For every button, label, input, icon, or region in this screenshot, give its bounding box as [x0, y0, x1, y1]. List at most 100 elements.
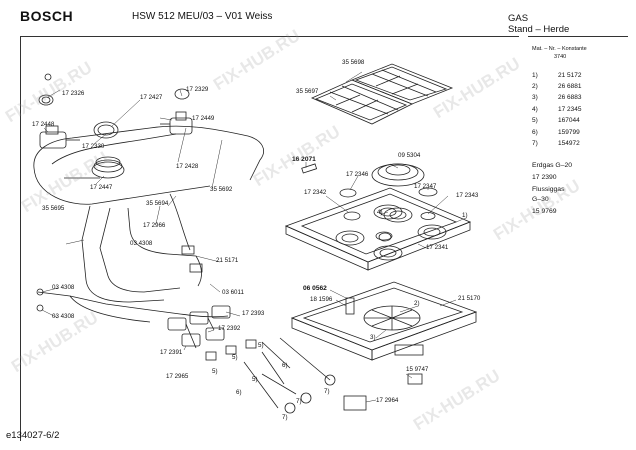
legend-heading: Mat. – Nr. – Konstante	[532, 46, 587, 52]
model-title: HSW 512 MEU/03 – V01 Weiss	[132, 11, 273, 22]
clamp-ring	[93, 121, 119, 139]
part-label: 35 5695	[42, 205, 65, 212]
legend-value: 26 6883	[558, 94, 582, 101]
switch-block	[343, 395, 367, 411]
part-label: 17 2391	[160, 349, 183, 356]
oven-base-tray	[290, 281, 478, 361]
category-stand-herde: Stand – Herde	[508, 24, 570, 35]
thermocouple-coil	[91, 156, 125, 179]
fluessiggas-sub: G–30	[532, 196, 549, 203]
legend-heading-sub: 3740	[554, 54, 567, 60]
part-label: 17 2965	[166, 373, 189, 380]
legend-frame-line	[528, 36, 628, 37]
part-label: 17 2329	[186, 86, 209, 93]
callout-label: 7)	[296, 398, 302, 405]
part-label: 35 5694	[146, 200, 169, 207]
burner-cap-small	[339, 188, 357, 198]
callout-label: 2)	[414, 300, 420, 307]
gas-valve-assembly	[33, 125, 264, 323]
burner-large	[371, 163, 425, 187]
legend-key: 5)	[532, 117, 538, 124]
burner-head-medium	[420, 212, 436, 220]
part-label: 35 5697	[296, 88, 319, 95]
burner-head-small	[343, 211, 361, 221]
part-label: 03 4308	[52, 284, 75, 291]
o-ring-part	[38, 94, 54, 106]
part-label: 21 5171	[216, 257, 239, 264]
screw-part	[44, 73, 52, 81]
legend-key: 2)	[532, 83, 538, 90]
legend-key: 7)	[532, 140, 538, 147]
legend-key: 1)	[532, 72, 538, 79]
o-ring-inner	[41, 96, 51, 104]
legend-key: 3)	[532, 94, 538, 101]
part-label: 17 2342	[304, 189, 327, 196]
part-label: 17 2346	[346, 171, 369, 178]
part-label: 17 2966	[143, 222, 166, 229]
callout-label: 5)	[252, 376, 258, 383]
knob-spindles	[205, 337, 336, 414]
union-fitting	[181, 245, 195, 255]
fluessiggas-label: Flussiggas	[532, 186, 565, 193]
legend-value: 21 5172	[558, 72, 582, 79]
part-label: 17 2428	[176, 163, 199, 170]
part-label: 17 2449	[192, 115, 215, 122]
callout-label: 3)	[370, 334, 376, 341]
erdgas-part: 17 2390	[532, 174, 557, 181]
valve-cap	[174, 88, 190, 100]
erdgas-label: Erdgas G–20	[532, 162, 573, 169]
part-label: 03 6011	[222, 289, 244, 296]
callout-label: 1)	[462, 212, 468, 219]
burner-head	[373, 204, 403, 220]
part-label: 03 4308	[130, 240, 153, 247]
legend-key: 4)	[532, 106, 538, 113]
fluessiggas-part: 15 9769	[532, 208, 557, 215]
part-label: 09 5304	[398, 152, 421, 159]
part-label: 17 2447	[90, 184, 113, 191]
legend-value: 26 6881	[558, 83, 582, 90]
document-code: e134027-6/2	[6, 430, 60, 441]
gas-tap-left	[39, 125, 80, 149]
part-label: 17 2330	[82, 143, 105, 150]
legend-value: 167044	[558, 117, 580, 124]
part-label: 17 2393	[242, 310, 265, 317]
callout-label: 7)	[282, 414, 288, 421]
callout-label: 6)	[282, 362, 288, 369]
part-label: 03 4308	[52, 313, 75, 320]
part-label: 18 1596	[310, 296, 333, 303]
brand-logo: BOSCH	[20, 8, 74, 24]
legend-value: 159799	[558, 129, 580, 136]
nozzle-fitting	[36, 304, 44, 312]
clamp-ring-inner	[97, 124, 115, 136]
legend-key: 6)	[532, 129, 538, 136]
pan-support-grate	[311, 79, 413, 125]
part-label: 15 9747	[406, 366, 429, 373]
part-label: 17 2392	[218, 325, 241, 332]
callout-label: 7)	[324, 388, 330, 395]
control-taps	[167, 305, 231, 349]
part-label: 35 5698	[342, 59, 365, 66]
callout-label: 5)	[258, 342, 264, 349]
leader-lines	[41, 71, 467, 403]
callout-label: 4)	[377, 209, 383, 216]
gas-tap-right	[160, 111, 193, 135]
part-label: 17 2448	[32, 121, 55, 128]
part-label: 17 2326	[62, 90, 85, 97]
part-label: 17 2347	[414, 183, 437, 190]
part-label: 17 2964	[376, 397, 399, 404]
diagram-frame	[20, 36, 519, 441]
part-label: 21 5170	[458, 295, 481, 302]
category-gas: GAS	[508, 13, 529, 24]
part-label: 16 2071	[292, 156, 316, 163]
burner-head-front	[375, 231, 393, 241]
hob-top-plate	[284, 187, 472, 271]
pan-support-grate	[350, 63, 454, 105]
legend-value: 154972	[558, 140, 580, 147]
legend-value: 17 2345	[558, 106, 582, 113]
part-label: 17 2341	[426, 244, 449, 251]
callout-label: 6)	[236, 389, 242, 396]
union-fitting	[189, 263, 203, 273]
part-label: 17 2427	[140, 94, 163, 101]
callout-label: 5)	[212, 368, 218, 375]
ignition-unit	[407, 373, 423, 385]
